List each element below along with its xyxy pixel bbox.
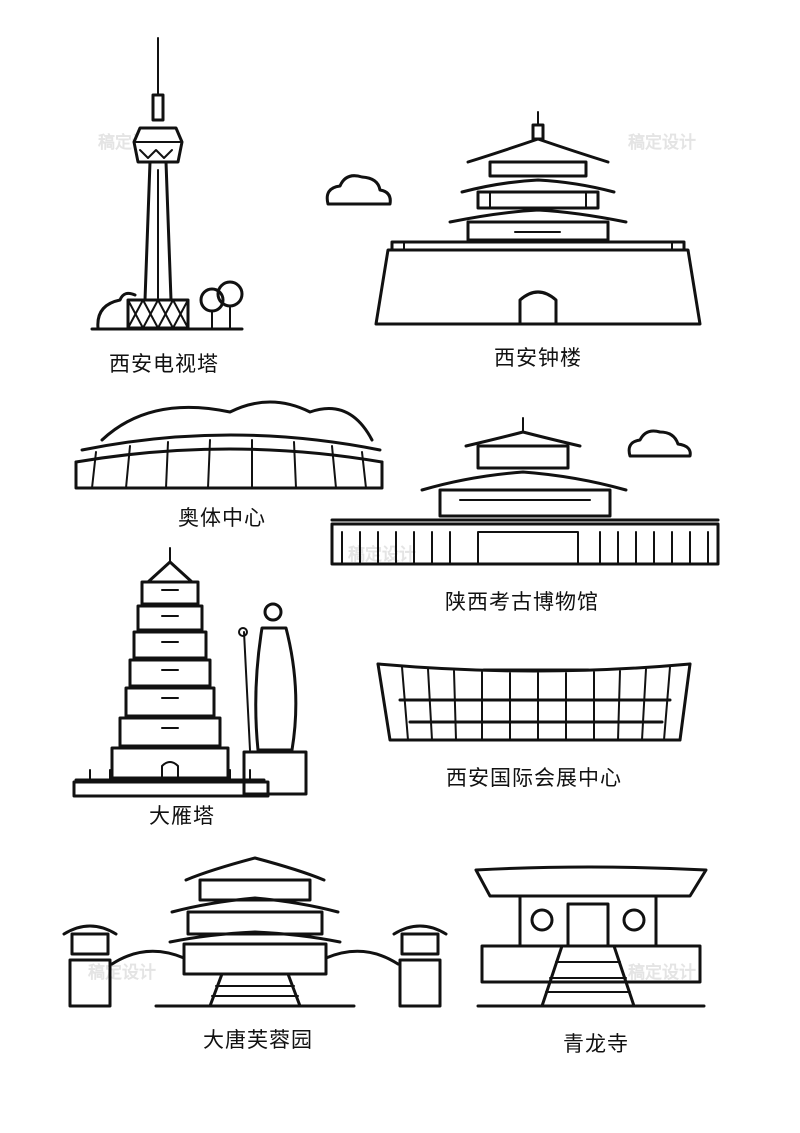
watermark: 稿定设计: [628, 133, 696, 153]
label-expo-center: 西安国际会展中心: [446, 766, 622, 790]
watermark: 稿定设计: [628, 963, 696, 983]
qinglong-temple-drawing: [474, 865, 708, 1008]
label-qinglong-temple: 青龙寺: [563, 1032, 629, 1056]
label-tang-garden: 大唐芙蓉园: [203, 1028, 313, 1052]
label-sports-center: 奥体中心: [178, 506, 266, 530]
label-tv-tower: 西安电视塔: [109, 352, 219, 376]
watermark: 稿定设计: [88, 963, 156, 983]
tang-garden-drawing: [62, 856, 448, 1008]
bell-tower-drawing: [325, 111, 702, 326]
sports-center-drawing: [74, 400, 384, 490]
label-pagoda: 大雁塔: [149, 804, 215, 828]
museum-drawing: [330, 417, 720, 566]
tv-tower-drawing: [90, 37, 244, 331]
label-museum: 陕西考古博物馆: [445, 590, 599, 614]
label-bell-tower: 西安钟楼: [494, 346, 582, 370]
pagoda-drawing: [72, 547, 308, 798]
expo-center-drawing: [376, 662, 692, 742]
watermark: 稿定设计: [348, 545, 416, 565]
